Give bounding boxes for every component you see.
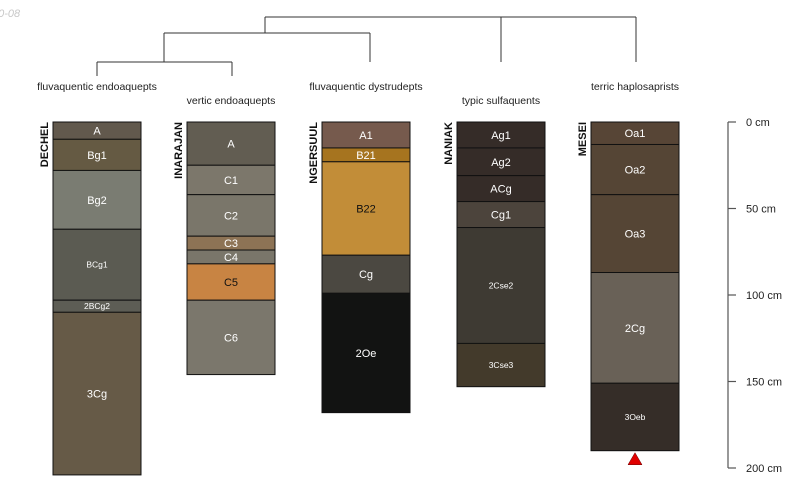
horizon-c2	[186, 194, 276, 237]
horizon-label: C5	[224, 277, 238, 289]
horizon-c6	[186, 299, 276, 376]
horizon-3cse3	[456, 342, 546, 388]
profile-name: NANIAK	[443, 122, 455, 165]
horizon-label: 3Cg	[87, 389, 107, 401]
horizon-ag1	[456, 121, 546, 149]
horizon-a1	[321, 121, 411, 149]
horizon-label: Ag2	[491, 157, 511, 169]
horizon-3cg	[52, 311, 142, 476]
horizon-2oe	[321, 292, 411, 414]
depth-tick-label: 100 cm	[746, 290, 782, 302]
horizon-label: 3Oeb	[625, 412, 646, 422]
horizon-label: 2Cg	[625, 323, 645, 335]
horizon-cg1	[456, 201, 546, 229]
horizon-c5	[186, 263, 276, 301]
horizon-label: Ag1	[491, 130, 511, 142]
taxon-label: terric haplosaprists	[591, 81, 679, 93]
horizon-oa3	[590, 194, 680, 274]
horizon-bcg1	[52, 228, 142, 301]
horizon-label: Oa1	[625, 128, 646, 140]
horizon-label: C4	[224, 252, 238, 264]
horizon-label: 3Cse3	[489, 360, 514, 370]
horizon-label: B21	[356, 150, 376, 162]
horizon-label: C6	[224, 332, 238, 344]
horizon-label: C3	[224, 238, 238, 250]
horizon-label: B22	[356, 204, 376, 216]
horizon-label: BCg1	[86, 260, 108, 270]
horizon-label: ACg	[490, 184, 511, 196]
depth-tick-label: 0 cm	[746, 117, 770, 129]
horizon-label: Cg1	[491, 210, 511, 222]
horizon-label: 2BCg2	[84, 301, 110, 311]
profile-name: MESEI	[577, 122, 589, 156]
horizon-label: 2Oe	[356, 348, 377, 360]
horizon-2cg	[590, 272, 680, 384]
taxon-label: typic sulfaquents	[462, 95, 540, 107]
horizon-label: 2Cse2	[489, 280, 514, 290]
dendrogram	[96, 16, 637, 76]
horizon-b22	[321, 161, 411, 256]
horizon-3oeb	[590, 382, 680, 452]
taxon-label: fluvaquentic endoaquepts	[37, 81, 157, 93]
horizon-label: A	[227, 139, 235, 151]
horizon-ag2	[456, 147, 546, 177]
horizon-bg2	[52, 169, 142, 230]
profile-name: NGERSUUL	[308, 122, 320, 184]
depth-tick-label: 150 cm	[746, 377, 782, 389]
depth-axis: 0 cm 50 cm 100 cm 150 cm 200 cm	[727, 117, 782, 475]
horizon-label: Bg2	[87, 195, 107, 207]
horizon-oa2	[590, 143, 680, 196]
horizon-cg	[321, 254, 411, 294]
horizon-a	[186, 121, 276, 166]
profile-name: INARAJAN	[173, 122, 185, 179]
horizon-label: Oa2	[625, 165, 646, 177]
horizon-label: C1	[224, 175, 238, 187]
depth-tick-label: 50 cm	[746, 204, 776, 216]
taxon-label: vertic endoaquepts	[187, 95, 276, 107]
profile-name: DECHEL	[39, 122, 51, 168]
horizon-bg1	[52, 138, 142, 171]
horizon-label: C2	[224, 210, 238, 222]
horizon-label: A1	[359, 130, 372, 142]
horizon-label: Oa3	[625, 229, 646, 241]
horizon-label: Cg	[359, 269, 373, 281]
horizon-acg	[456, 175, 546, 203]
horizon-c1	[186, 164, 276, 196]
red-triangle-marker	[627, 452, 643, 465]
depth-tick-label: 200 cm	[746, 463, 782, 475]
horizon-label: A	[93, 126, 101, 138]
taxon-label: fluvaquentic dystrudepts	[309, 81, 422, 93]
corner-label: 10-08	[0, 8, 21, 20]
horizon-2cse2	[456, 227, 546, 344]
horizon-label: Bg1	[87, 150, 107, 162]
